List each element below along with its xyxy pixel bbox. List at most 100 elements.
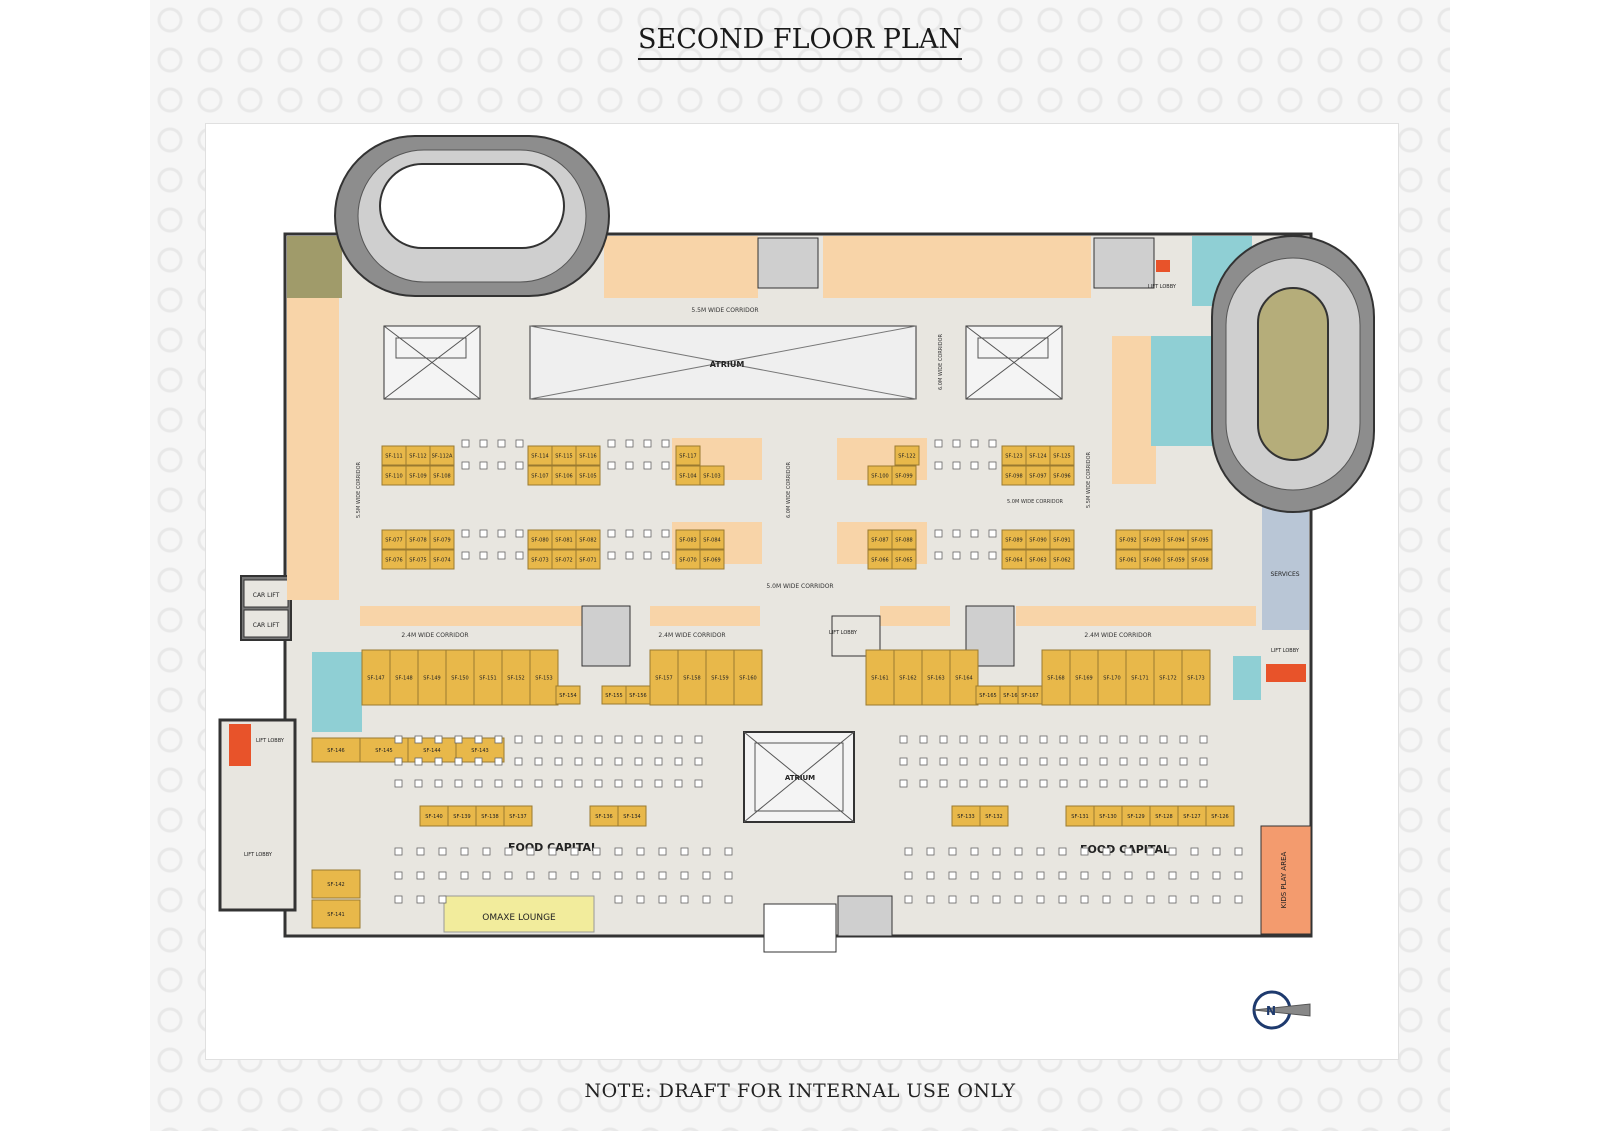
shop-unit[interactable] xyxy=(1049,445,1075,466)
dining-table xyxy=(988,551,997,560)
shop-unit[interactable] xyxy=(625,685,651,705)
dining-table xyxy=(434,757,443,766)
shop-unit[interactable] xyxy=(529,649,559,706)
shop-unit[interactable] xyxy=(429,445,455,466)
shop-unit-label: SF-167 xyxy=(1021,693,1038,699)
shop-unit[interactable] xyxy=(501,649,531,706)
anchor-store-west[interactable] xyxy=(287,298,339,600)
shop-unit[interactable] xyxy=(311,869,361,899)
dining-table xyxy=(1168,895,1177,904)
shop-unit[interactable] xyxy=(311,899,361,929)
shop-unit[interactable] xyxy=(389,649,419,706)
dining-table xyxy=(970,847,979,856)
shop-unit-label: SF-145 xyxy=(375,748,392,754)
anchor-store-north-2[interactable] xyxy=(823,236,1091,298)
shop-unit[interactable] xyxy=(575,549,601,570)
shop-unit[interactable] xyxy=(649,649,679,706)
dining-table xyxy=(460,847,469,856)
shop-unit[interactable] xyxy=(429,549,455,570)
dining-table xyxy=(394,871,403,880)
dining-table xyxy=(661,439,670,448)
shop-unit[interactable] xyxy=(891,549,917,570)
dining-table xyxy=(594,735,603,744)
shop-unit[interactable] xyxy=(699,549,725,570)
anchor-store-north-1[interactable] xyxy=(604,236,758,298)
dining-table xyxy=(926,895,935,904)
dining-table xyxy=(1058,871,1067,880)
shop-unit[interactable] xyxy=(894,445,920,466)
dining-table xyxy=(479,461,488,470)
shop-unit[interactable] xyxy=(675,445,701,466)
dining-table xyxy=(504,871,513,880)
shop-unit[interactable] xyxy=(555,685,581,705)
anchor-store-east[interactable] xyxy=(1112,336,1156,484)
shop-unit[interactable] xyxy=(575,529,601,550)
shop-unit[interactable] xyxy=(891,529,917,550)
car-lift-2[interactable] xyxy=(243,609,289,638)
dining-table xyxy=(634,757,643,766)
shop-unit[interactable] xyxy=(1049,529,1075,550)
shop-unit[interactable] xyxy=(617,805,647,827)
shop-unit[interactable] xyxy=(1153,649,1183,706)
shop-unit[interactable] xyxy=(429,465,455,486)
main-entrance[interactable] xyxy=(763,903,837,953)
shop-unit-label: SF-093 xyxy=(1143,538,1160,544)
corridor-right-short-label: 5.0M WIDE CORRIDOR xyxy=(1007,499,1064,505)
dining-table xyxy=(454,779,463,788)
shop-unit-label: SF-099 xyxy=(895,474,912,480)
shop-unit[interactable] xyxy=(733,649,763,706)
shop-unit[interactable] xyxy=(445,649,475,706)
dining-table xyxy=(416,871,425,880)
shop-unit-label: SF-063 xyxy=(1029,558,1046,564)
dining-table xyxy=(979,779,988,788)
shop-unit[interactable] xyxy=(699,529,725,550)
shop-unit[interactable] xyxy=(1049,549,1075,570)
dining-table xyxy=(658,895,667,904)
dining-table xyxy=(1234,871,1243,880)
dining-table xyxy=(1119,735,1128,744)
shop-unit[interactable] xyxy=(891,465,917,486)
shop-unit[interactable] xyxy=(1017,685,1043,705)
shop-unit[interactable] xyxy=(575,445,601,466)
shop-unit[interactable] xyxy=(503,805,533,827)
dining-table xyxy=(948,895,957,904)
shop-unit[interactable] xyxy=(699,465,725,486)
dining-table xyxy=(1179,735,1188,744)
shop-unit[interactable] xyxy=(1181,649,1211,706)
kids-play-area[interactable] xyxy=(1260,825,1312,935)
shop-unit-label: SF-072 xyxy=(555,558,572,564)
lift-lobby-w-label: LIFT LOBBY xyxy=(256,738,285,744)
shop-unit[interactable] xyxy=(1187,549,1213,570)
shop-unit[interactable] xyxy=(893,649,923,706)
shop-unit-label: SF-100 xyxy=(871,474,888,480)
dining-table xyxy=(614,847,623,856)
shop-unit[interactable] xyxy=(1125,649,1155,706)
corridor-vert-mid-label: 6.0M WIDE CORRIDOR xyxy=(786,461,792,518)
shop-unit-label: SF-116 xyxy=(579,454,596,460)
shop-unit-label: SF-078 xyxy=(409,538,426,544)
dining-table xyxy=(1019,735,1028,744)
corridor-top-label: 5.5M WIDE CORRIDOR xyxy=(691,307,758,314)
omaxe-lounge[interactable] xyxy=(443,895,595,933)
shop-unit[interactable] xyxy=(1205,805,1235,827)
shop-unit[interactable] xyxy=(361,649,391,706)
dining-table xyxy=(1199,757,1208,766)
dining-table xyxy=(504,847,513,856)
shop-unit[interactable] xyxy=(979,805,1009,827)
car-lift-1[interactable] xyxy=(243,579,289,608)
shop-unit[interactable] xyxy=(949,649,979,706)
dining-table xyxy=(939,779,948,788)
shop-unit[interactable] xyxy=(1187,529,1213,550)
dining-table xyxy=(497,461,506,470)
shop-unit[interactable] xyxy=(1049,465,1075,486)
shop-unit[interactable] xyxy=(1069,649,1099,706)
shop-unit[interactable] xyxy=(705,649,735,706)
shop-unit[interactable] xyxy=(1097,649,1127,706)
dining-table xyxy=(515,551,524,560)
shop-unit[interactable] xyxy=(417,649,447,706)
dining-table xyxy=(999,735,1008,744)
shop-unit[interactable] xyxy=(429,529,455,550)
atrium-top xyxy=(529,325,917,400)
shop-unit[interactable] xyxy=(311,737,361,763)
shop-unit[interactable] xyxy=(575,465,601,486)
